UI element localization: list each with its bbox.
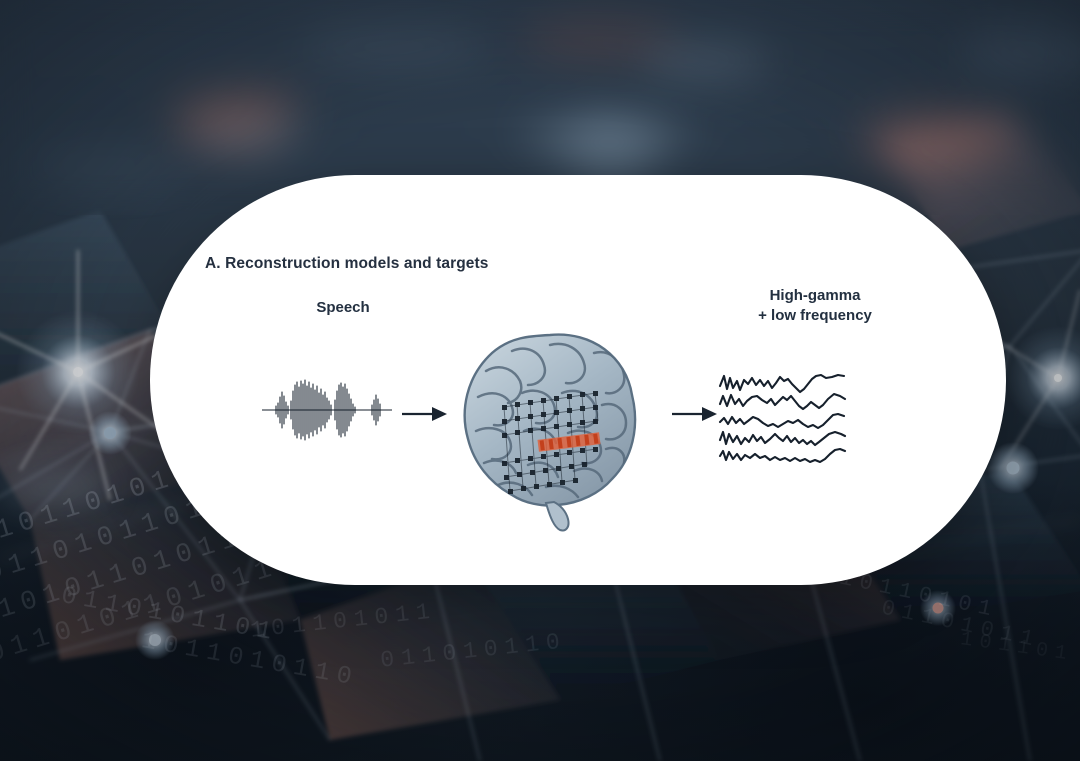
right-arrow-icon <box>672 407 717 421</box>
audio-waveform-icon <box>262 379 392 441</box>
neural-label: High-gamma + low frequency <box>680 286 950 327</box>
light-blob <box>30 150 190 190</box>
binary-row: 0110101101 <box>59 581 281 648</box>
binary-row: 10110101101011 <box>0 553 283 677</box>
figure-card: A. Reconstruction models and targets Spe… <box>150 175 1006 585</box>
neural-label-line1: High-gamma <box>769 287 861 304</box>
light-blob <box>640 45 770 77</box>
binary-row: 1011010110 <box>139 626 361 693</box>
binary-row: 101101011 <box>249 598 439 644</box>
light-blob <box>185 120 305 150</box>
speech-label: Speech <box>316 299 370 316</box>
light-blob <box>300 30 490 66</box>
binary-row: 101101 <box>958 628 1076 667</box>
trace-line <box>718 447 847 464</box>
binary-row: 011010110 <box>379 628 569 674</box>
trace-line <box>718 392 847 411</box>
light-blob <box>168 89 302 135</box>
light-blob <box>960 30 1080 76</box>
trace-line <box>718 412 846 430</box>
light-blob <box>520 25 680 55</box>
light-blob <box>180 125 285 151</box>
page-title: A. Reconstruction models and targets <box>205 255 489 272</box>
brain-with-electrode-grid-icon <box>463 333 637 532</box>
neural-signal-traces-icon <box>718 373 847 464</box>
highlight-electrode-strip <box>537 432 601 452</box>
neural-label-line2: + low frequency <box>758 307 872 325</box>
binary-row: 01101011 <box>879 595 1043 654</box>
light-blob <box>0 465 110 511</box>
binary-row: 0110101 <box>19 127 154 160</box>
light-blob <box>860 110 1010 170</box>
trace-line <box>718 373 846 394</box>
light-blob <box>520 118 690 158</box>
right-arrow-icon <box>402 407 447 421</box>
trace-line <box>718 430 847 447</box>
